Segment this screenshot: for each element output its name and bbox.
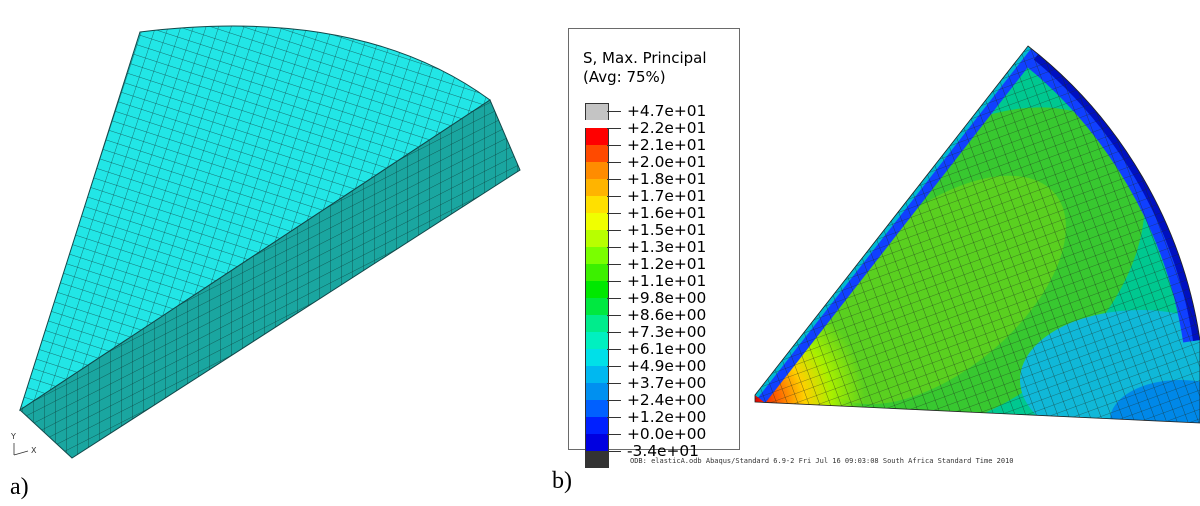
legend-swatch (585, 349, 609, 366)
legend-tick (607, 196, 621, 197)
legend-tick-label: +2.1e+01 (627, 136, 707, 154)
panel-a-label: a) (10, 474, 29, 500)
legend-swatch (585, 230, 609, 247)
legend-tick-label: +3.7e+00 (627, 374, 707, 392)
legend-swatch (585, 128, 609, 145)
legend-tick-label: +1.1e+01 (627, 272, 707, 290)
legend-swatch (585, 315, 609, 332)
legend-swatch (585, 247, 609, 264)
legend-tick (607, 230, 621, 231)
contour-legend: S, Max. Principal (Avg: 75%) +4.7e+01+2.… (568, 28, 740, 468)
legend-tick-label: +1.6e+01 (627, 204, 707, 222)
legend-tick (607, 298, 621, 299)
legend-tick-label: +2.0e+01 (627, 153, 707, 171)
legend-tick-label: +0.0e+00 (627, 425, 707, 443)
legend-tick-label: +1.7e+01 (627, 187, 707, 205)
legend-swatch (585, 451, 609, 468)
legend-swatch (585, 332, 609, 349)
legend-swatch (585, 196, 609, 213)
meshed-wedge-model (13, 25, 521, 459)
triad-y-label: Y (11, 432, 16, 441)
legend-title: S, Max. Principal (583, 49, 707, 67)
legend-swatch (585, 298, 609, 315)
legend-tick-label: +1.5e+01 (627, 221, 707, 239)
legend-swatch (585, 366, 609, 383)
legend-tick-label: +1.2e+00 (627, 408, 707, 426)
legend-tick (607, 179, 621, 180)
legend-tick-label: +2.2e+01 (627, 119, 707, 137)
legend-tick (607, 349, 621, 350)
legend-subtitle: (Avg: 75%) (583, 68, 666, 86)
panel-b-label: b) (552, 468, 572, 494)
legend-tick (607, 434, 621, 435)
odb-footer-text: ODB: elasticA.odb Abaqus/Standard 6.9-2 … (630, 457, 1014, 465)
coordinate-triad (13, 443, 29, 456)
legend-tick (607, 162, 621, 163)
legend-swatch (585, 400, 609, 417)
legend-swatch (585, 434, 609, 451)
legend-tick-label: +1.8e+01 (627, 170, 707, 188)
legend-tick (607, 247, 621, 248)
triad-x-label: X (31, 446, 37, 455)
legend-tick (607, 264, 621, 265)
legend-swatch (585, 162, 609, 179)
stress-contour-model (754, 45, 1200, 424)
legend-tick-label: +1.3e+01 (627, 238, 707, 256)
legend-tick (607, 451, 621, 452)
legend-tick (607, 400, 621, 401)
legend-tick (607, 281, 621, 282)
legend-tick-label: +6.1e+00 (627, 340, 707, 358)
legend-tick (607, 213, 621, 214)
legend-swatch (585, 264, 609, 281)
legend-swatch (585, 145, 609, 162)
legend-tick-label: +8.6e+00 (627, 306, 707, 324)
legend-tick (607, 128, 621, 129)
legend-tick (607, 145, 621, 146)
legend-tick (607, 332, 621, 333)
legend-swatch (585, 179, 609, 196)
legend-tick-label: +7.3e+00 (627, 323, 707, 341)
legend-tick (607, 366, 621, 367)
legend-swatch (585, 383, 609, 400)
legend-tick-label: +1.2e+01 (627, 255, 707, 273)
legend-swatch (585, 103, 609, 120)
legend-tick-label: -3.4e+01 (627, 442, 699, 460)
legend-tick-label: +4.7e+01 (627, 102, 707, 120)
legend-swatch (585, 213, 609, 230)
legend-tick (607, 383, 621, 384)
legend-tick-label: +2.4e+00 (627, 391, 707, 409)
legend-tick-label: +4.9e+00 (627, 357, 707, 375)
legend-tick (607, 417, 621, 418)
legend-tick-label: +9.8e+00 (627, 289, 707, 307)
legend-swatch (585, 281, 609, 298)
legend-tick (607, 315, 621, 316)
legend-swatch (585, 417, 609, 434)
legend-tick (607, 111, 621, 112)
